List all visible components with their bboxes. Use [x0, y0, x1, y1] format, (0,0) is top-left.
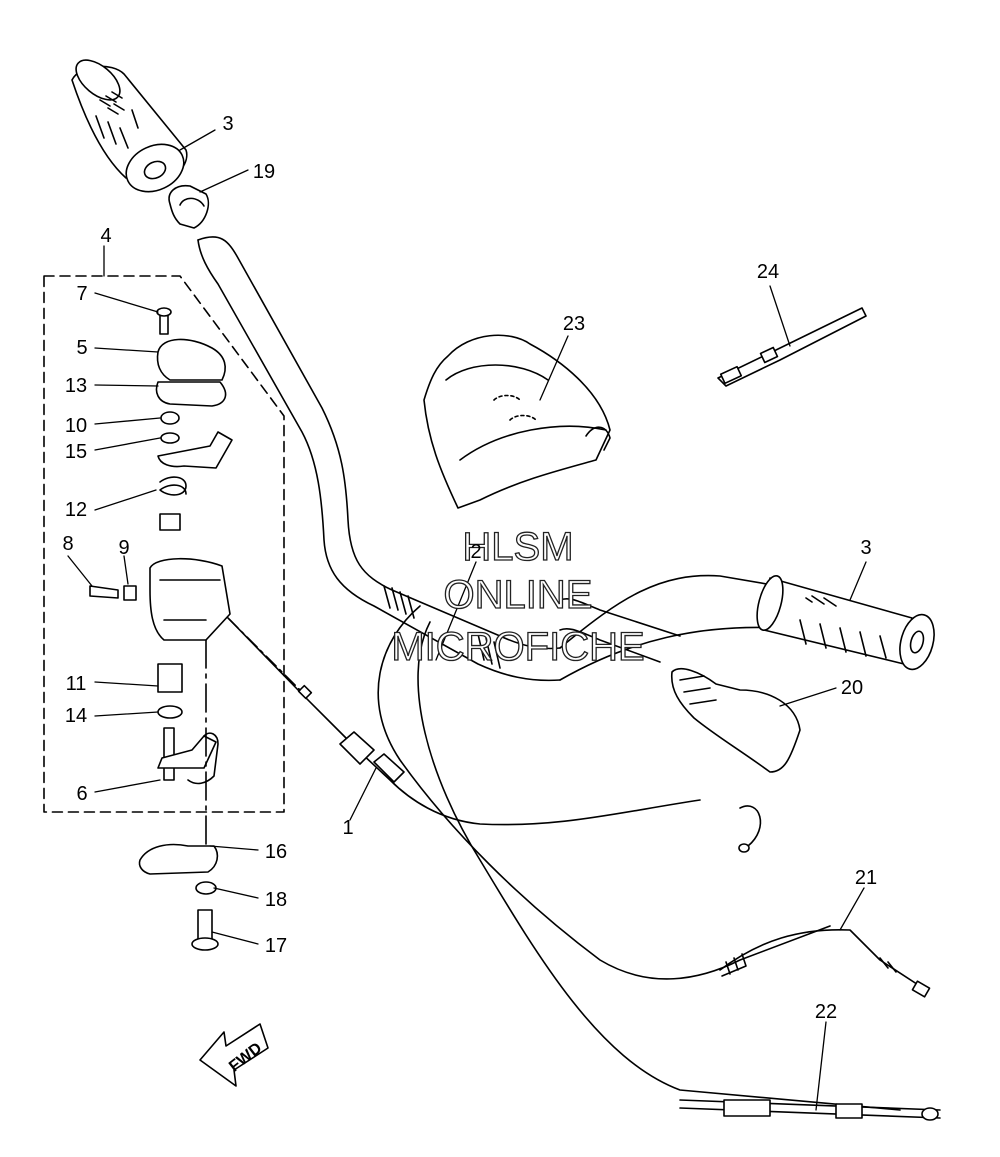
callout-1: 1 — [342, 817, 353, 839]
watermark-line-1: HLSM — [462, 525, 573, 569]
throttle-boot — [670, 668, 801, 773]
cable-1-fittings — [297, 684, 405, 783]
callout-11: 11 — [66, 673, 87, 695]
cable-guide-line — [227, 617, 301, 691]
callout-24: 24 — [757, 261, 779, 283]
callout-13: 13 — [65, 375, 87, 397]
cable-22 — [679, 1099, 941, 1121]
callout-4: 4 — [100, 225, 111, 247]
right-grip — [756, 575, 935, 671]
callout-12: 12 — [65, 499, 87, 521]
callout-6: 6 — [76, 783, 87, 805]
callout-18: 18 — [265, 889, 287, 911]
callout-20: 20 — [841, 677, 863, 699]
callout-15: 15 — [65, 441, 87, 463]
cables — [229, 597, 901, 1111]
callout-3-right: 3 — [860, 537, 871, 559]
callout-3-left: 3 — [222, 113, 233, 135]
callout-16: 16 — [265, 841, 287, 863]
left-grip — [71, 59, 188, 193]
callout-labels: 1 2 3 3 4 5 6 7 8 9 10 11 12 13 14 15 16… — [62, 113, 877, 1023]
callout-23: 23 — [563, 313, 585, 335]
callout-8: 8 — [62, 533, 73, 555]
leader-lines — [67, 129, 867, 1111]
callout-10: 10 — [65, 415, 87, 437]
callout-14: 14 — [65, 705, 87, 727]
callout-22: 22 — [815, 1001, 837, 1023]
fwd-arrow — [199, 1023, 269, 1087]
handlebar-cover — [423, 334, 611, 509]
callout-9: 9 — [118, 537, 129, 559]
callout-17: 17 — [265, 935, 287, 957]
subassembly-frame — [43, 275, 285, 813]
callout-7: 7 — [76, 283, 87, 305]
callout-19: 19 — [253, 161, 275, 183]
callout-5: 5 — [76, 337, 87, 359]
callout-21: 21 — [855, 867, 877, 889]
watermark: HLSM ONLINE MICROFICHE — [391, 524, 646, 669]
handlebar-tube — [197, 236, 791, 682]
throttle-housing-parts — [89, 307, 233, 951]
cable-tie — [717, 307, 867, 387]
callout-2: 2 — [470, 541, 481, 563]
watermark-line-3: MICROFICHE — [391, 625, 644, 669]
watermark-line-2: ONLINE — [444, 573, 593, 617]
collar — [168, 184, 210, 229]
cable-21 — [719, 928, 931, 998]
